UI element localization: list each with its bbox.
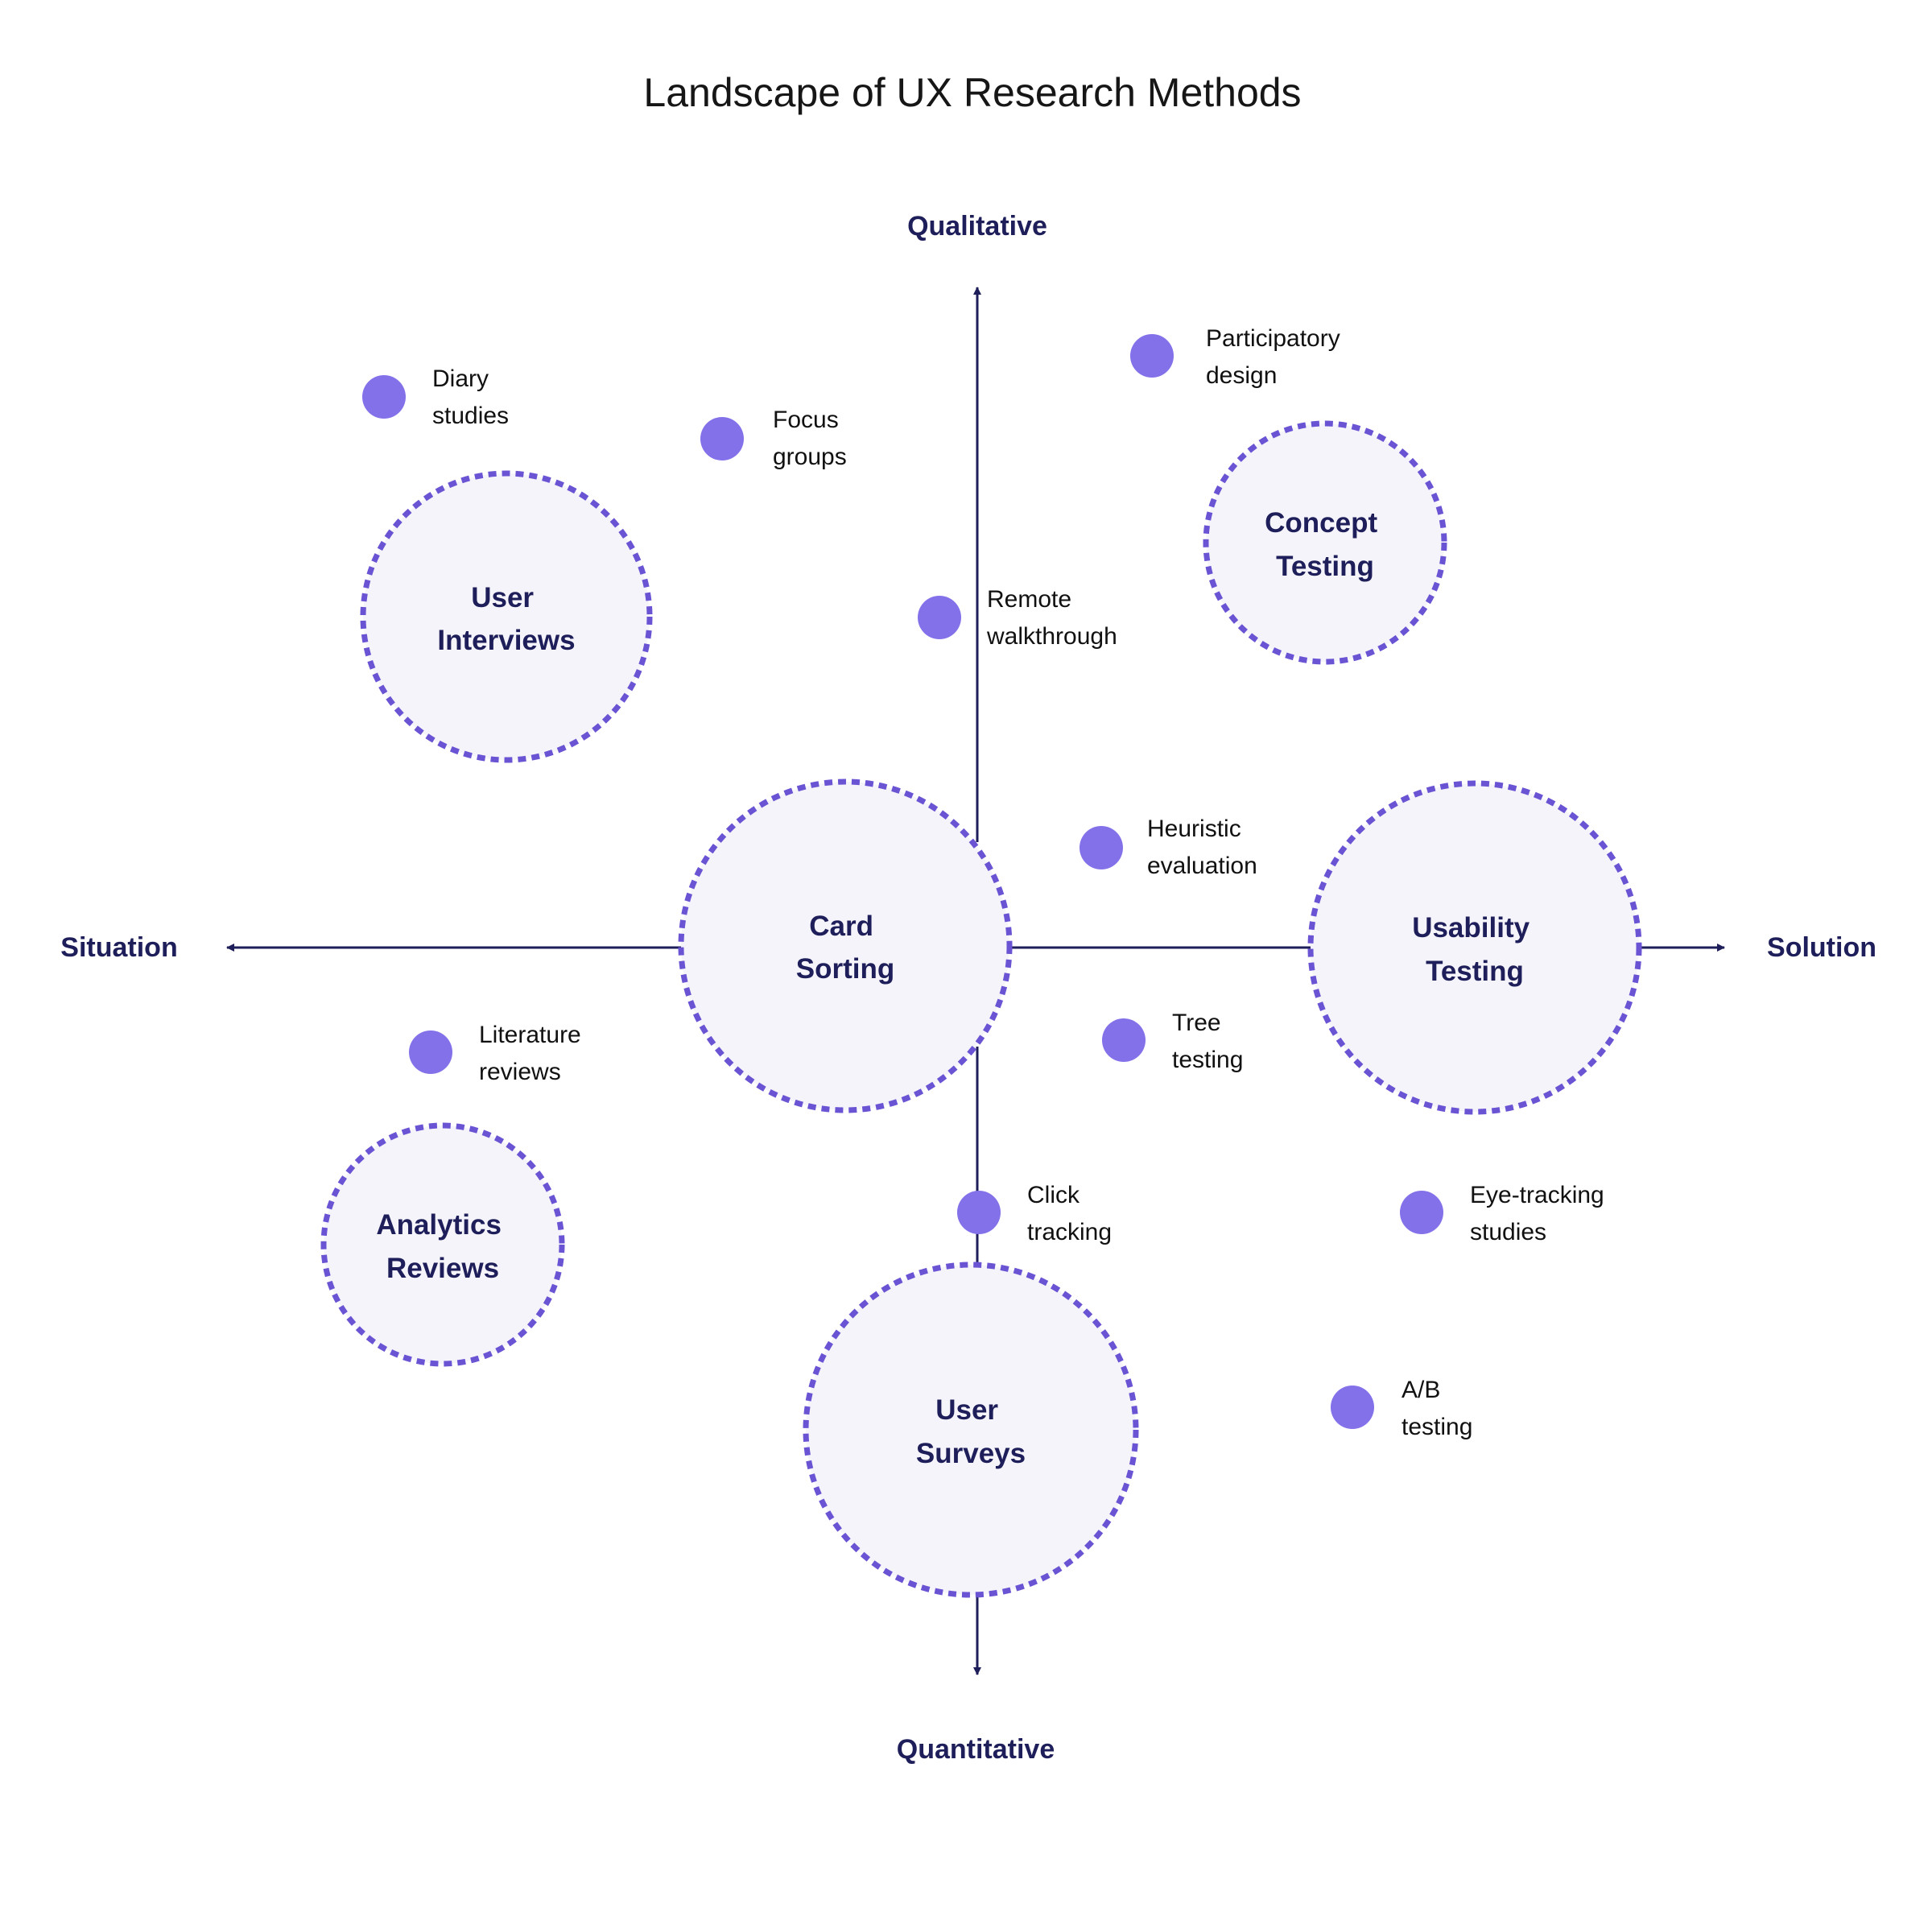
technique-eye-tracking-studies: Eye-tracking studies (1400, 1182, 1611, 1245)
technique-label-line-2: evaluation (1147, 853, 1257, 879)
technique-label-line-1: A/B (1402, 1377, 1440, 1403)
method-label-line-2: Interviews (437, 625, 575, 656)
technique-dot (409, 1030, 452, 1074)
technique-label-line-2: testing (1172, 1047, 1243, 1073)
diagram-title: Landscape of UX Research Methods (643, 70, 1301, 115)
technique-dot (1400, 1191, 1443, 1234)
method-ring-user-surveys: User Surveys (803, 1262, 1139, 1598)
method-label: User Surveys (916, 1394, 1026, 1469)
method-label: User Interviews (437, 582, 575, 656)
method-label-line-1: Usability (1412, 912, 1530, 944)
dashed-ring (360, 470, 653, 763)
dashed-ring (1203, 420, 1447, 665)
technique-label-line-2: studies (432, 403, 509, 429)
technique-label: Diary studies (432, 365, 509, 429)
method-label-line-2: Testing (1426, 956, 1524, 987)
dashed-ring (320, 1122, 565, 1367)
method-label-line-1: Card (809, 911, 873, 942)
method-ring-card-sorting: Card Sorting (678, 778, 1013, 1113)
dashed-ring (678, 778, 1013, 1113)
technique-heuristic-evaluation: Heuristic evaluation (1080, 816, 1257, 879)
technique-label-line-1: Eye-tracking (1470, 1182, 1604, 1208)
technique-dot (918, 596, 961, 639)
method-label: Card Sorting (796, 911, 894, 985)
technique-dot (700, 417, 744, 460)
technique-label-line-2: design (1206, 362, 1277, 389)
method-label-line-2: Surveys (916, 1438, 1026, 1469)
technique-label-line-2: studies (1470, 1219, 1546, 1245)
technique-diary-studies: Diary studies (362, 365, 509, 429)
technique-label: A/B testing (1402, 1377, 1472, 1440)
dashed-ring (1307, 780, 1642, 1115)
technique-ab-testing: A/B testing (1331, 1377, 1472, 1440)
technique-dot (362, 375, 406, 419)
method-label-line-2: Reviews (386, 1253, 499, 1284)
technique-remote-walkthrough: Remote walkthrough (918, 586, 1117, 650)
axis-label-solution: Solution (1767, 932, 1876, 963)
method-ring-analytics-reviews: Analytics Reviews (320, 1122, 565, 1367)
technique-label-line-2: groups (773, 444, 847, 470)
technique-label-line-1: Diary (432, 365, 489, 392)
technique-label-line-2: testing (1402, 1414, 1472, 1440)
technique-label-line-2: reviews (479, 1059, 561, 1085)
method-label-line-1: User (471, 582, 534, 613)
technique-dot (1080, 826, 1123, 869)
technique-label: Remote walkthrough (986, 586, 1117, 650)
dashed-ring (803, 1262, 1139, 1598)
technique-label: Focus groups (773, 407, 847, 470)
technique-click-tracking: Click tracking (957, 1182, 1112, 1245)
technique-label-line-1: Heuristic (1147, 816, 1241, 842)
method-label: Analytics Reviews (376, 1209, 509, 1284)
technique-dot (1331, 1386, 1374, 1429)
method-label: Usability Testing (1412, 912, 1538, 987)
technique-label-line-1: Remote (987, 586, 1071, 613)
method-label-line-1: User (935, 1394, 998, 1426)
technique-label: Click tracking (1027, 1182, 1112, 1245)
technique-dot (1102, 1018, 1146, 1062)
method-label-line-1: Analytics (376, 1209, 502, 1241)
technique-label-line-2: tracking (1027, 1219, 1112, 1245)
technique-label-line-1: Tree (1172, 1010, 1221, 1036)
technique-label-line-1: Participatory (1206, 325, 1340, 352)
method-label-line-1: Concept (1265, 507, 1377, 539)
technique-focus-groups: Focus groups (700, 407, 847, 470)
technique-dot (957, 1191, 1001, 1234)
axis-label-qualitative: Qualitative (907, 211, 1047, 242)
technique-label-line-1: Click (1027, 1182, 1080, 1208)
technique-tree-testing: Tree testing (1102, 1010, 1243, 1073)
technique-label-line-1: Literature (479, 1022, 581, 1048)
technique-label: Participatory design (1206, 325, 1347, 389)
method-label: Concept Testing (1265, 507, 1385, 582)
method-label-line-2: Sorting (796, 953, 894, 985)
axis-label-situation: Situation (60, 932, 177, 963)
axis-label-quantitative: Quantitative (897, 1734, 1055, 1765)
technique-label-line-1: Focus (773, 407, 839, 433)
technique-dot (1130, 334, 1174, 378)
technique-label: Eye-tracking studies (1470, 1182, 1611, 1245)
technique-literature-reviews: Literature reviews (409, 1022, 588, 1085)
technique-label-line-2: walkthrough (986, 623, 1117, 650)
method-ring-concept-testing: Concept Testing (1203, 420, 1447, 665)
technique-label: Tree testing (1172, 1010, 1243, 1073)
method-ring-usability-testing: Usability Testing (1307, 780, 1642, 1115)
method-label-line-2: Testing (1276, 551, 1374, 582)
technique-label: Heuristic evaluation (1147, 816, 1257, 879)
method-ring-user-interviews: User Interviews (360, 470, 653, 763)
technique-label: Literature reviews (479, 1022, 588, 1085)
technique-participatory-design: Participatory design (1130, 325, 1347, 389)
